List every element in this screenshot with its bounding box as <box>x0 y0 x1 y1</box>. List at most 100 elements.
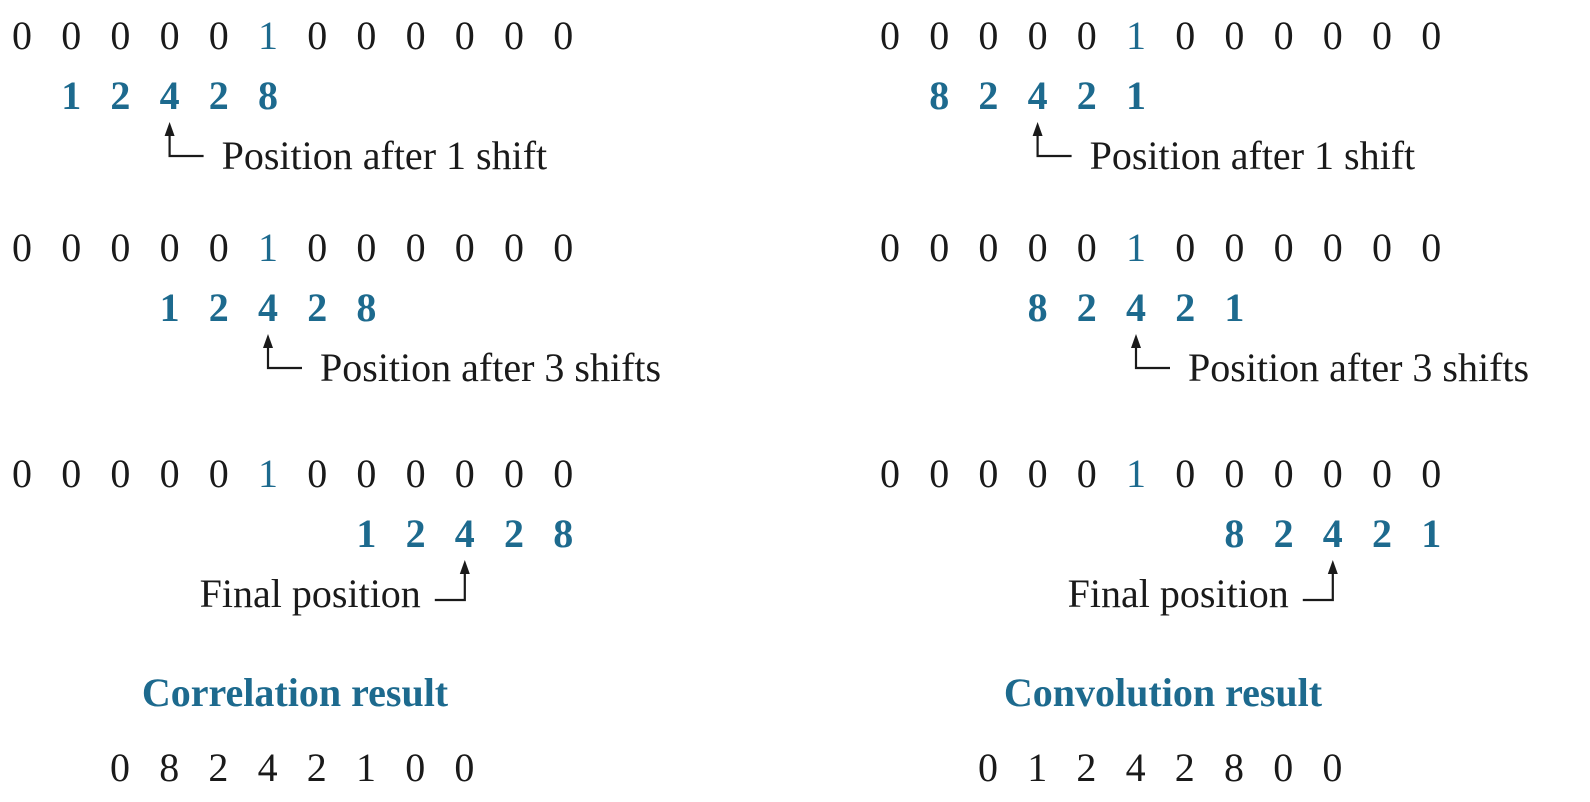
result-digit: 0 <box>405 745 426 790</box>
signal-digit: 0 <box>929 225 950 270</box>
step-label: Position after 1 shift <box>221 133 548 178</box>
signal-digit: 0 <box>12 451 32 496</box>
kernel-digit: 2 <box>978 73 999 118</box>
result-digit: 0 <box>110 745 130 790</box>
kernel-digit: 1 <box>1126 73 1146 118</box>
step-label: Position after 3 shifts <box>320 345 662 390</box>
step-label: Final position <box>1067 571 1289 616</box>
step-label: Final position <box>199 571 421 616</box>
signal-digit: 0 <box>307 225 328 270</box>
result-digit: 0 <box>1273 745 1294 790</box>
signal-digit: 0 <box>159 13 180 58</box>
kernel-digit: 4 <box>258 285 278 330</box>
signal-digit: 0 <box>61 225 82 270</box>
result-digit: 4 <box>257 745 278 790</box>
signal-digit: 0 <box>978 13 999 58</box>
signal-digit: 0 <box>1322 13 1343 58</box>
signal-digit: 0 <box>1076 13 1097 58</box>
kernel-digit: 8 <box>1224 511 1245 556</box>
signal-digit: 0 <box>1175 225 1196 270</box>
signal-digit: 0 <box>307 451 328 496</box>
kernel-digit: 2 <box>504 511 524 556</box>
signal-digit: 0 <box>61 451 82 496</box>
signal-digit: 0 <box>504 13 524 58</box>
kernel-digit: 1 <box>1421 511 1442 556</box>
arrow-head <box>164 122 175 136</box>
signal-digit: 0 <box>405 451 426 496</box>
signal-digit: 0 <box>356 13 377 58</box>
signal-digit: 0 <box>553 225 574 270</box>
signal-digit: 0 <box>1372 451 1392 496</box>
kernel-digit: 2 <box>307 285 328 330</box>
signal-digit: 0 <box>1076 225 1097 270</box>
signal-digit: 0 <box>978 225 999 270</box>
signal-digit: 0 <box>1027 13 1048 58</box>
arrow-head <box>1327 560 1338 574</box>
kernel-digit: 2 <box>1372 511 1392 556</box>
result-digit: 0 <box>1322 745 1343 790</box>
signal-digit: 1 <box>1126 451 1146 496</box>
kernel-digit: 2 <box>1076 73 1097 118</box>
result-digit: 1 <box>1027 745 1048 790</box>
kernel-digit: 4 <box>454 511 475 556</box>
kernel-digit: 4 <box>1322 511 1343 556</box>
kernel-digit: 2 <box>1175 285 1196 330</box>
signal-digit: 0 <box>405 13 426 58</box>
result-digit: 0 <box>454 745 475 790</box>
signal-digit: 0 <box>553 13 574 58</box>
signal-digit: 0 <box>1175 13 1196 58</box>
signal-digit: 0 <box>1224 451 1245 496</box>
signal-digit: 0 <box>356 451 377 496</box>
kernel-digit: 8 <box>929 73 950 118</box>
signal-digit: 0 <box>1372 225 1392 270</box>
signal-digit: 0 <box>307 13 328 58</box>
result-digit: 2 <box>208 745 229 790</box>
signal-digit: 0 <box>553 451 574 496</box>
signal-digit: 0 <box>61 13 82 58</box>
signal-digit: 0 <box>1175 451 1196 496</box>
signal-digit: 0 <box>1027 451 1048 496</box>
signal-digit: 1 <box>1126 225 1146 270</box>
result-digit: 2 <box>1174 745 1195 790</box>
arrow-line <box>266 346 302 370</box>
signal-digit: 0 <box>1224 225 1245 270</box>
kernel-digit: 8 <box>258 73 278 118</box>
result-digit: 8 <box>1224 745 1244 790</box>
signal-digit: 1 <box>258 225 278 270</box>
step-label: Position after 3 shifts <box>1188 345 1530 390</box>
kernel-digit: 8 <box>356 285 377 330</box>
signal-digit: 0 <box>1076 451 1097 496</box>
signal-digit: 0 <box>1421 13 1442 58</box>
signal-digit: 0 <box>880 451 900 496</box>
kernel-digit: 4 <box>159 73 180 118</box>
arrow-line <box>434 572 466 602</box>
result-digit: 8 <box>159 745 180 790</box>
kernel-digit: 1 <box>61 73 82 118</box>
result-digit: 1 <box>356 745 376 790</box>
kernel-digit: 2 <box>405 511 426 556</box>
signal-digit: 0 <box>356 225 377 270</box>
signal-digit: 0 <box>110 225 131 270</box>
signal-digit: 0 <box>1322 451 1343 496</box>
signal-digit: 1 <box>1126 13 1146 58</box>
signal-digit: 0 <box>978 451 999 496</box>
signal-digit: 1 <box>258 13 278 58</box>
signal-digit: 0 <box>1322 225 1343 270</box>
signal-digit: 0 <box>12 225 32 270</box>
signal-digit: 0 <box>504 451 524 496</box>
kernel-digit: 2 <box>1076 285 1097 330</box>
arrow-line <box>1036 134 1072 158</box>
signal-digit: 0 <box>1372 13 1392 58</box>
signal-digit: 0 <box>405 225 426 270</box>
kernel-digit: 4 <box>1126 285 1146 330</box>
signal-digit: 0 <box>880 13 900 58</box>
signal-digit: 1 <box>258 451 278 496</box>
signal-digit: 0 <box>929 13 950 58</box>
signal-digit: 0 <box>208 225 229 270</box>
kernel-digit: 8 <box>553 511 574 556</box>
signal-digit: 0 <box>208 451 229 496</box>
kernel-digit: 1 <box>159 285 180 330</box>
arrow-line <box>1134 346 1170 370</box>
